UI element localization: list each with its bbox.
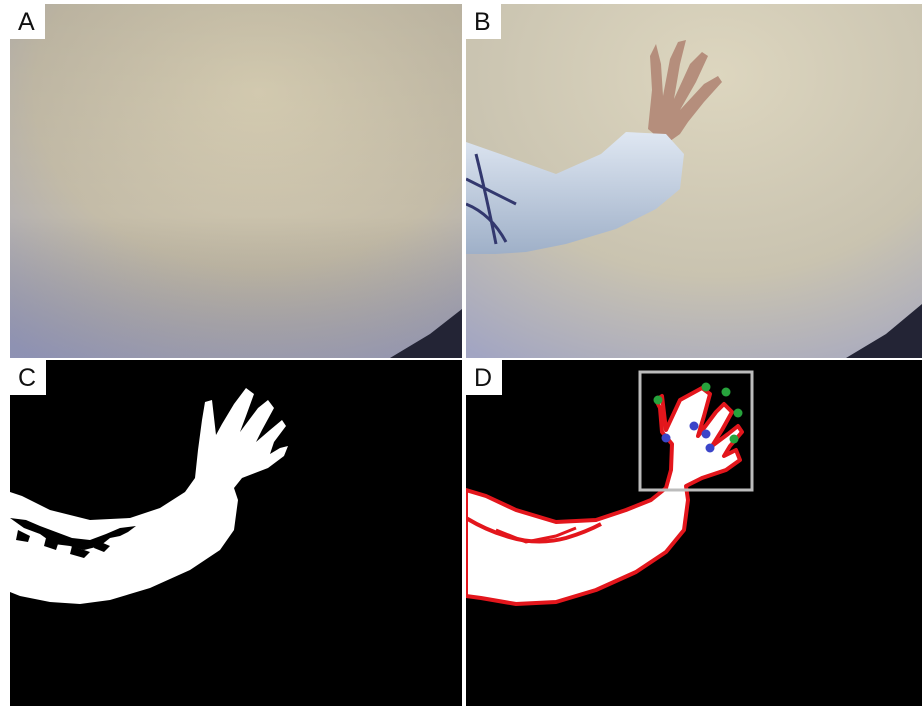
fingertip-point	[734, 409, 743, 418]
segmentation-mask	[10, 360, 462, 706]
finger-valley-point	[706, 444, 715, 453]
finger-valley-point	[662, 434, 671, 443]
panel-c: C	[10, 360, 462, 706]
panel-label: B	[466, 4, 501, 39]
fingertip-point	[730, 435, 739, 444]
fingertip-point	[702, 383, 711, 392]
panel-label: A	[10, 4, 45, 39]
panel-d: D	[466, 360, 922, 706]
panel-a: A	[10, 4, 462, 358]
detection-overlay	[466, 360, 922, 706]
background-photo	[10, 4, 462, 358]
finger-valley-point	[690, 422, 699, 431]
panel-b: B	[466, 4, 922, 358]
fingertip-point	[654, 396, 663, 405]
panel-label: D	[466, 360, 502, 395]
panel-label: C	[10, 360, 46, 395]
arm-photo	[466, 4, 922, 358]
finger-valley-point	[702, 430, 711, 439]
fingertip-point	[722, 388, 731, 397]
